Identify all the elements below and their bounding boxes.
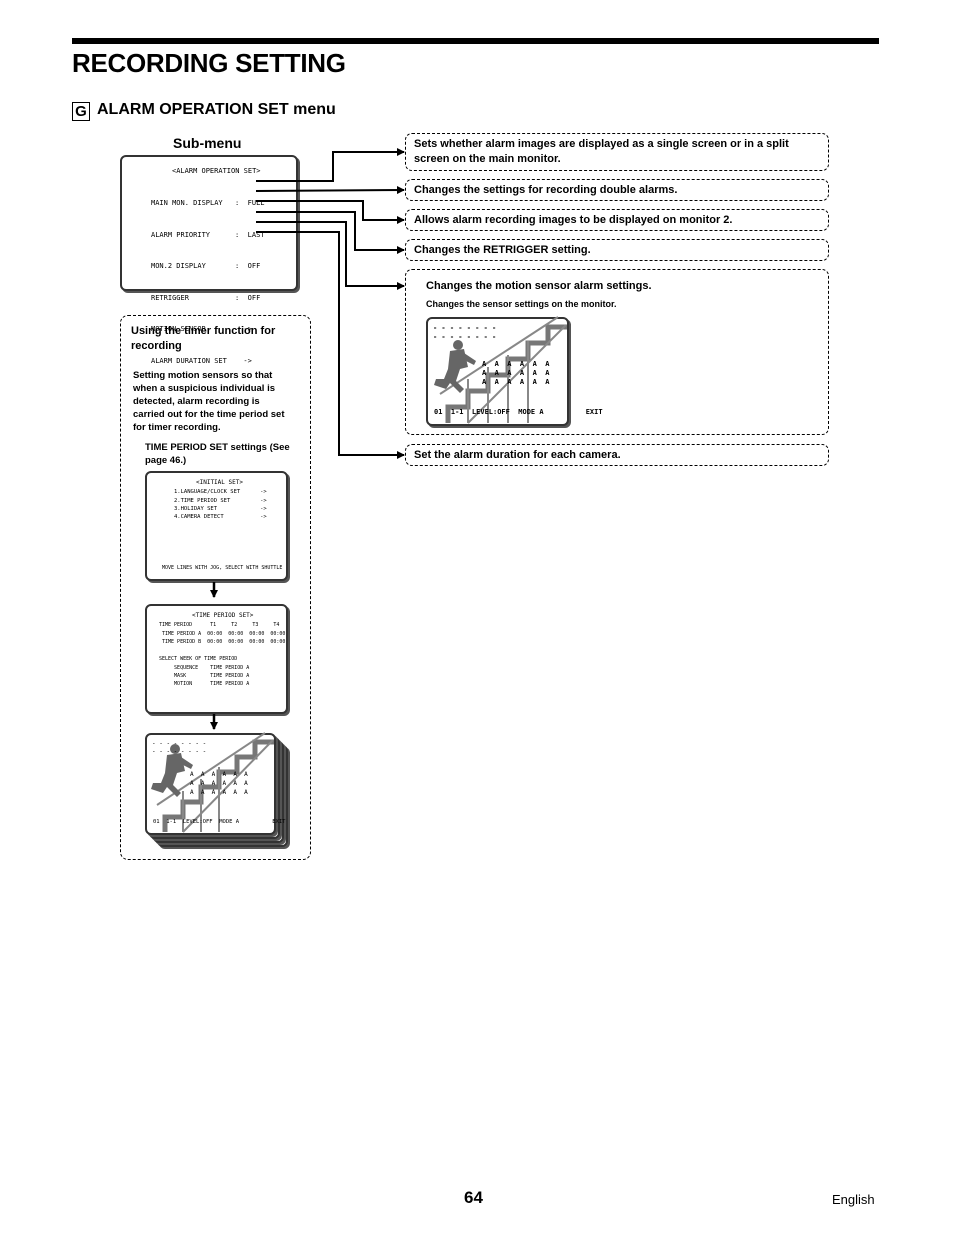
tp-line-6: SEQUENCE TIME PERIOD A [159, 665, 250, 671]
timer-body: Setting motion sensors so that when a su… [133, 370, 285, 433]
callout-motion-sensor: Changes the motion sensor alarm settings… [405, 269, 829, 435]
initial-item-2: 2.TIME PERIOD SET -> [174, 498, 267, 504]
page-number: 64 [464, 1188, 483, 1207]
initial-item-1: 1.LANGUAGE/CLOCK SET -> [174, 489, 267, 495]
stack-grid-row-1: A A A A A A [190, 771, 248, 778]
screen-title: <ALARM OPERATION SET> [172, 167, 261, 175]
callout-mon2-display: Allows alarm recording images to be disp… [405, 209, 829, 231]
timer-function-box [120, 315, 311, 860]
menu-list: MAIN MON. DISPLAY: FULL ALARM PRIORITY: … [151, 177, 265, 387]
time-period-heading: TIME PERIOD SET settings (See page 46.) [145, 442, 290, 466]
motion-grid-row-2: A A A A A A [482, 369, 550, 377]
time-period-set-screen: <TIME PERIOD SET> TIME PERIOD T1 T2 T3 T… [145, 604, 288, 714]
callout-alarm-priority: Changes the settings for recording doubl… [405, 179, 829, 201]
submenu-label: Sub-menu [173, 135, 242, 151]
tp-line-5: SELECT WEEK OF TIME PERIOD [159, 656, 238, 662]
initial-set-title: <INITIAL SET> [196, 479, 243, 486]
motion-dashes-row-2: - - - - - - - - [433, 333, 497, 341]
tp-line-1: TIME PERIOD T1 T2 T3 T4 [159, 622, 280, 628]
tp-line-3: TIME PERIOD B 00:00 00:00 00:00 00:00 [159, 639, 286, 645]
callout-retrigger: Changes the RETRIGGER setting. [405, 239, 829, 261]
tp-line-2: TIME PERIOD A 00:00 00:00 00:00 00:00 [159, 631, 286, 637]
menu-item-retrigger: RETRIGGER: OFF [151, 293, 261, 302]
tp-line-7: MASK TIME PERIOD A [159, 673, 250, 679]
stack-dashes-row-1: - - - - - - - - [152, 740, 207, 747]
page-title: RECORDING SETTING [72, 48, 346, 78]
initial-footer: MOVE LINES WITH JOG, SELECT WITH SHUTTLE [162, 565, 283, 571]
motion-subtitle: Changes the sensor settings on the monit… [426, 299, 617, 309]
section-title: ALARM OPERATION SET menu [97, 101, 336, 118]
stack-grid-row-2: A A A A A A [190, 780, 248, 787]
stacked-motion-screen: - - - - - - - - - - - - - - - - A A A A … [145, 732, 285, 835]
callout-main-mon-display: Sets whether alarm images are displayed … [405, 133, 829, 171]
menu-item-main-mon: MAIN MON. DISPLAY: FULL [151, 199, 265, 207]
alarm-operation-screen: <ALARM OPERATION SET> MAIN MON. DISPLAY:… [120, 155, 298, 365]
stairs-figure-image [434, 316, 567, 424]
language-label: English [832, 1192, 875, 1207]
menu-item-motion-sensor: MOTION SENSOR -> [151, 325, 252, 333]
initial-set-screen: <INITIAL SET> 1.LANGUAGE/CLOCK SET -> 2.… [145, 471, 288, 581]
motion-status-line: 01 1-1 LEVEL:OFF MODE A EXIT [434, 408, 603, 416]
stack-status-line: 01 1-1 LEVEL:OFF MODE A EXIT [153, 819, 286, 825]
section-letter-badge: G [72, 102, 90, 121]
menu-item-alarm-priority: ALARM PRIORITY: LAST [151, 230, 265, 239]
tp-title: <TIME PERIOD SET> [192, 612, 254, 619]
motion-grid-row-3: A A A A A A [482, 378, 550, 386]
motion-grid-row-1: A A A A A A [482, 360, 550, 368]
stack-grid-row-3: A A A A A A [190, 789, 248, 796]
initial-item-4: 4.CAMERA DETECT -> [174, 514, 267, 520]
callout-alarm-duration: Set the alarm duration for each camera. [405, 444, 829, 466]
motion-dashes-row-1: - - - - - - - - [433, 324, 497, 332]
stack-dashes-row-2: - - - - - - - - [152, 748, 207, 755]
timer-heading: Using the timer function for recording [131, 325, 276, 352]
stairs-figure-image [151, 732, 274, 833]
menu-item-alarm-duration: ALARM DURATION SET -> [151, 356, 252, 365]
tp-line-8: MOTION TIME PERIOD A [159, 681, 250, 687]
initial-item-3: 3.HOLIDAY SET -> [174, 506, 267, 512]
motion-sensor-screen: - - - - - - - - - - - - - - - - A A A A … [426, 316, 603, 426]
motion-title: Changes the motion sensor alarm settings… [426, 280, 652, 292]
menu-item-mon2: MON.2 DISPLAY: OFF [151, 262, 261, 270]
header-rule [72, 38, 879, 44]
